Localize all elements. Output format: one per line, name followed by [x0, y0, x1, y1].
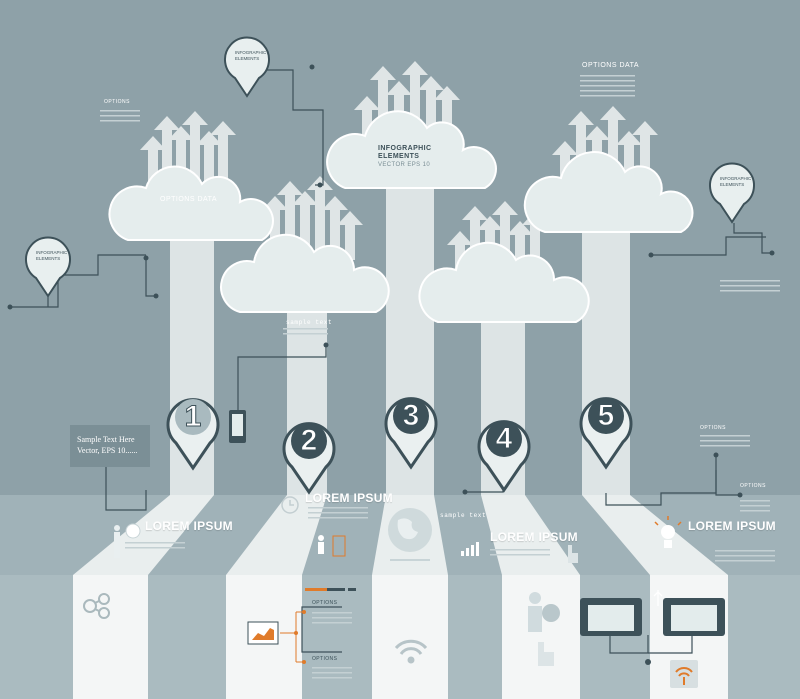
cloud-1: [108, 165, 274, 241]
sample-box: [70, 425, 150, 467]
cloud-5: [523, 151, 694, 233]
title-line-2: ELEMENTS: [378, 153, 420, 160]
chart-bracket-dots: [294, 610, 306, 664]
side-pin-top-line2: ELEMENTS: [235, 56, 260, 61]
lorem-label-2: LOREM IPSUM: [305, 491, 393, 505]
chart-brackets: [280, 611, 304, 663]
pin-number-2: 2: [300, 424, 318, 458]
top-options-label: OPTIONS DATA: [582, 62, 640, 69]
side-pin-right-text: INFOGRAPHIC ELEMENTS: [720, 176, 751, 188]
globe-icon: [388, 508, 432, 561]
mobile-phone-icon: [229, 410, 246, 443]
placeholder-text-lines: [100, 75, 780, 679]
options-right-1: OPTIONS: [700, 425, 727, 431]
lorem-label-1: LOREM IPSUM: [145, 519, 233, 533]
options-top-left: OPTIONS: [104, 99, 131, 105]
pin-number-1: 1: [184, 400, 202, 434]
options-chart-1: OPTIONS: [312, 600, 338, 606]
signal-icon: [670, 660, 698, 688]
perspective-strips: [73, 495, 728, 575]
share-icon: [83, 593, 110, 619]
pin-inner-discs: [291, 398, 624, 459]
lightbulb-icon: [654, 516, 682, 548]
money-icon: [528, 592, 560, 632]
signal-bars-icon: [461, 542, 479, 556]
options-chart-2: OPTIONS: [312, 656, 338, 662]
cloud-options-label: OPTIONS DATA: [160, 196, 218, 203]
side-pin-right-line1: INFOGRAPHIC: [720, 176, 752, 181]
laptop-icon: [580, 598, 642, 636]
options-right-2: OPTIONS: [740, 483, 767, 489]
lorem-label-4: LOREM IPSUM: [688, 519, 776, 533]
pin-number-4: 4: [495, 422, 513, 456]
sample-text-small: sample text: [440, 512, 487, 519]
sample-box-line1: Sample Text Here: [77, 435, 135, 444]
pin-number-5: 5: [597, 399, 615, 433]
usb-icon: [653, 590, 663, 606]
clouds: [108, 110, 694, 323]
side-pin-top-text: INFOGRAPHIC ELEMENTS: [235, 50, 266, 62]
progress-orange: [305, 588, 327, 591]
side-pin-top-line1: INFOGRAPHIC: [235, 50, 267, 55]
progress-dark: [327, 588, 345, 591]
title-line-1: INFOGRAPHIC: [378, 145, 432, 152]
tablet-icon: [663, 598, 725, 636]
progress-dark-2: [348, 588, 356, 591]
cloud-3: [326, 110, 497, 189]
lorem-label-3: LOREM IPSUM: [490, 530, 578, 544]
people-icon: [318, 535, 346, 557]
person-pie-icon: [114, 523, 141, 558]
pin-number-3: 3: [402, 399, 420, 433]
side-pin-left-text: INFOGRAPHIC ELEMENTS: [36, 250, 67, 262]
side-pin-left: [25, 236, 71, 298]
side-pin-right: [709, 162, 755, 224]
sample-box-line2: Vector, EPS 10......: [77, 446, 138, 455]
arrows: [140, 61, 658, 275]
cloud-2: [220, 233, 390, 313]
infographic-title: INFOGRAPHIC ELEMENTS VECTOR EPS 10: [378, 145, 431, 169]
side-pin-left-line1: INFOGRAPHIC: [36, 250, 68, 255]
side-pin-top: [224, 36, 270, 98]
wifi-icon: [394, 639, 428, 664]
side-pin-right-line2: ELEMENTS: [720, 182, 745, 187]
sample-box-text: Sample Text Here Vector, EPS 10......: [77, 434, 137, 456]
clock-icon: [281, 496, 299, 514]
cloud-4: [418, 241, 590, 323]
side-pin-left-line2: ELEMENTS: [36, 256, 61, 261]
pin-1-disc: [175, 399, 211, 435]
hand-icon: [538, 545, 578, 666]
title-line-3: VECTOR EPS 10: [378, 162, 431, 168]
cloud-sample-tag: sample text: [286, 319, 333, 326]
connector-dots: [7, 64, 775, 665]
chart-icon: [247, 621, 279, 645]
